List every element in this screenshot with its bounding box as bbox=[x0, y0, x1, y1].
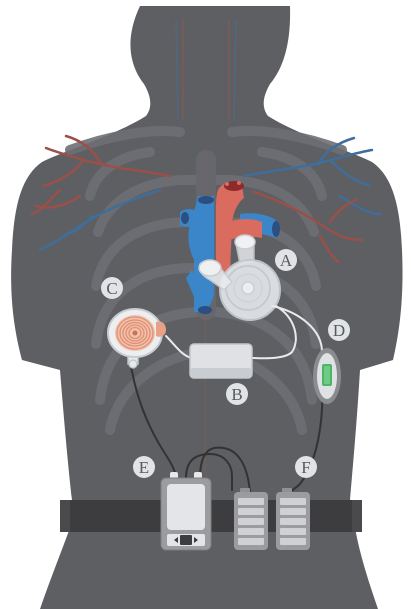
callout-d-text: D bbox=[333, 321, 345, 340]
monitor-device bbox=[313, 348, 341, 404]
callout-e-text: E bbox=[139, 458, 149, 477]
implanted-controller bbox=[190, 344, 252, 378]
callout-c: C bbox=[101, 277, 123, 299]
callout-e: E bbox=[133, 456, 155, 478]
external-controller bbox=[161, 472, 211, 550]
battery-pack-right bbox=[276, 488, 310, 550]
belt-right-tab bbox=[352, 500, 362, 532]
callout-f-text: F bbox=[301, 458, 310, 477]
callout-b-text: B bbox=[231, 385, 242, 404]
callout-c-text: C bbox=[106, 279, 117, 298]
callout-b: B bbox=[226, 383, 248, 405]
belt-left-tab bbox=[60, 500, 70, 532]
callout-a: A bbox=[275, 249, 297, 271]
callout-a-text: A bbox=[280, 251, 293, 270]
callout-f: F bbox=[295, 456, 317, 478]
callout-d: D bbox=[328, 319, 350, 341]
battery-pack-left bbox=[234, 488, 268, 550]
